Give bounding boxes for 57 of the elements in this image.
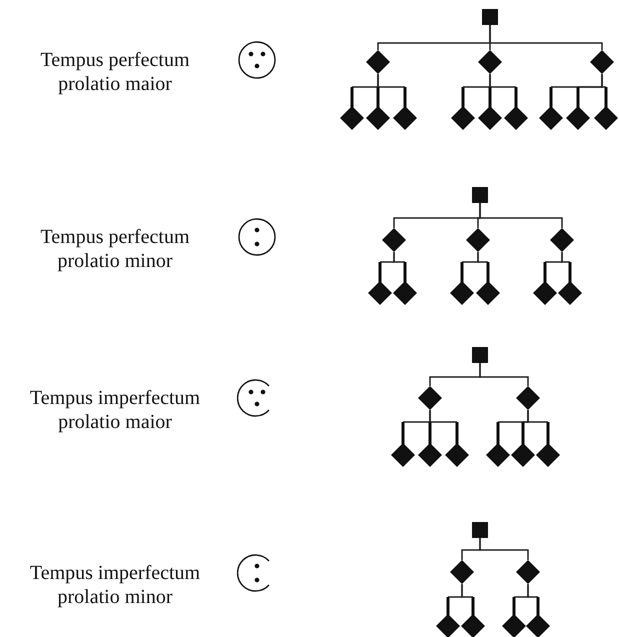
stemmed-diamond-note [539,87,563,130]
stemmed-diamond-note [393,262,417,305]
square-note [482,9,498,25]
stemmed-diamond-note [502,597,526,637]
stemmed-diamond-note [533,262,557,305]
bracket-connector [479,203,563,228]
stemmed-diamond-note [504,87,528,130]
stemmed-diamond-note [511,422,535,467]
stemmed-diamond-note [526,597,550,637]
bracket-connector [377,74,406,88]
square-note [472,187,488,203]
stemmed-diamond-note [436,597,460,637]
bracket-connector [527,410,549,423]
square-note [472,522,488,538]
diamond-note [478,50,502,74]
stemmed-diamond-note [391,422,415,467]
bracket-connector [489,74,517,88]
stemmed-diamond-note [486,422,510,467]
square-note [472,347,488,363]
stemmed-diamond-note [558,262,582,305]
mensuration-label: Tempus imperfectum prolatio minor [28,561,202,609]
stemmed-diamond-note [418,422,442,467]
diamond-note [466,228,490,252]
bracket-connector [479,538,529,560]
stemmed-diamond-note [366,87,390,130]
stemmed-diamond-note [393,87,417,130]
stemmed-diamond-note [536,422,560,467]
bracket-connector [393,252,406,263]
diamond-note [366,50,390,74]
diamond-note [516,386,540,410]
bracket-connector [479,363,529,386]
bracket-connector [477,252,489,263]
stemmed-diamond-note [566,87,590,130]
bracket-connector [489,25,603,50]
stemmed-diamond-note [461,597,485,637]
diamond-note [516,560,540,584]
bracket-connector [561,252,571,263]
stemmed-diamond-note [451,87,475,130]
stemmed-diamond-note [450,262,474,305]
mensuration-label: Tempus perfectum prolatio minor [39,225,191,273]
bracket-connector [461,584,474,598]
diamond-note [550,228,574,252]
bracket-connector [527,584,539,598]
stemmed-diamond-note [340,87,364,130]
stemmed-diamond-note [476,262,500,305]
diamond-note [418,386,442,410]
stemmed-diamond-note [368,262,392,305]
stemmed-diamond-note [594,87,618,130]
mensuration-label: Tempus imperfectum prolatio maior [28,386,202,434]
diamond-note [382,228,406,252]
stemmed-diamond-note [445,422,469,467]
diamond-note [450,560,474,584]
stemmed-diamond-note [478,87,502,130]
bracket-connector [601,74,607,88]
bracket-connector [429,410,458,423]
diamond-note [590,50,614,74]
mensuration-label: Tempus perfectum prolatio maior [39,48,191,96]
